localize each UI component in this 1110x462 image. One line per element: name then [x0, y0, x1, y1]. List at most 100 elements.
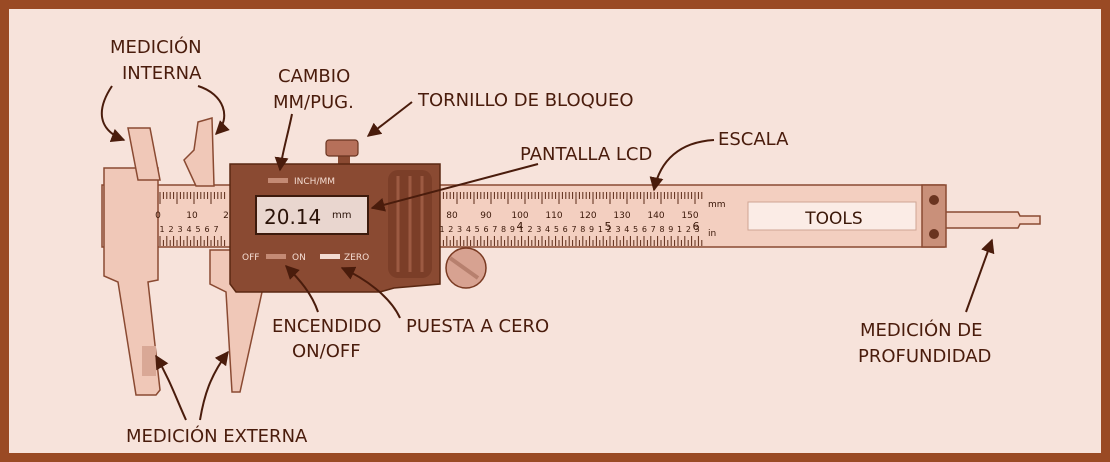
label-profundidad-2: PROFUNDIDAD [858, 346, 991, 367]
mm-scale-label: 150 [681, 211, 698, 221]
inch-minor-label: 5 [554, 225, 559, 234]
unit-mm-label: mm [708, 200, 726, 210]
inch-minor-label: 5 [633, 225, 638, 234]
inch-minor-label: 4 [186, 225, 191, 234]
mm-scale-label: 10 [186, 211, 198, 221]
inch-minor-label: 7 [213, 225, 218, 234]
inch-minor-label: 3 [695, 225, 700, 234]
mm-scale-label: 130 [613, 211, 630, 221]
inch-minor-label: 2 [448, 225, 453, 234]
arrow-externa-left [155, 354, 187, 421]
mm-scale-label: 100 [511, 211, 528, 221]
inch-major-label: 4 [517, 220, 524, 233]
inch-minor-label: 5 [475, 225, 480, 234]
label-cambio-2: MM/PUG. [273, 92, 354, 113]
locking-screw-head [325, 139, 359, 157]
mm-scale-label: 80 [446, 211, 458, 221]
inch-major-label: 6 [693, 220, 700, 233]
fixed-jaw-shade [142, 346, 156, 376]
fixed-jaw [103, 167, 161, 396]
arrow-puesta [340, 266, 401, 319]
inch-minor-label: 6 [483, 225, 488, 234]
inch-minor-label: 7 [651, 225, 656, 234]
mm-scale-label: 90 [480, 211, 492, 221]
inch-minor-label: 2 [527, 225, 532, 234]
arrow-escala [649, 139, 715, 192]
inch-minor-label: 9 [668, 225, 673, 234]
inch-minor-label: 2 [168, 225, 173, 234]
depth-rod [943, 211, 1041, 229]
mm-scale-label: 2 [223, 211, 229, 221]
label-encendido-2: ON/OFF [292, 341, 361, 362]
inch-minor-label: 8 [501, 225, 506, 234]
fixed-inner-jaw [127, 127, 161, 181]
inch-minor-label: 3 [536, 225, 541, 234]
arrow-interna-right [197, 85, 230, 135]
inch-minor-label: 7 [492, 225, 497, 234]
inch-minor-label: 2 [607, 225, 612, 234]
arrow-interna-left [100, 85, 126, 143]
on-off-button[interactable] [266, 254, 286, 259]
label-escala: ESCALA [718, 129, 789, 150]
label-medicion-interna-2: INTERNA [122, 63, 202, 84]
sliding-inner-jaw [183, 117, 215, 187]
label-medicion-interna-1: MEDICIÓN [110, 36, 202, 58]
inch-minor-label: 4 [466, 225, 471, 234]
label-cambio-1: CAMBIO [278, 66, 350, 87]
on-label: ON [292, 253, 306, 263]
inch-minor-label: 5 [195, 225, 200, 234]
label-profundidad-1: MEDICIÓN DE [860, 319, 983, 341]
arrow-encendido [285, 265, 319, 313]
inch-minor-label: 3 [177, 225, 182, 234]
mm-scale-label: 0 [155, 211, 161, 221]
inch-minor-label: 3 [457, 225, 462, 234]
arrow-tornillo [366, 101, 413, 137]
lcd-unit: mm [332, 210, 351, 221]
inch-minor-label: 4 [624, 225, 629, 234]
thumb-wheel-shade [448, 256, 480, 280]
end-screw-bottom [929, 229, 939, 239]
lcd-value: 20.14 [264, 205, 321, 229]
inch-minor-label: 2 [686, 225, 691, 234]
off-label: OFF [242, 253, 259, 263]
arrow-cambio [274, 113, 293, 172]
zero-button[interactable] [320, 254, 340, 259]
mm-scale-label: 120 [579, 211, 596, 221]
inch-minor-label: 1 [439, 225, 444, 234]
unit-in-label: in [708, 229, 716, 239]
label-pantalla: PANTALLA LCD [520, 144, 652, 165]
inch-mm-label: INCH/MM [294, 177, 335, 187]
brand-text: TOOLS [804, 209, 862, 229]
end-screw-top [929, 195, 939, 205]
label-tornillo: TORNILLO DE BLOQUEO [417, 90, 634, 111]
inch-minor-label: 1 [159, 225, 164, 234]
inch-minor-label: 6 [204, 225, 209, 234]
inch-minor-label: 6 [642, 225, 647, 234]
arrow-profundidad [965, 238, 995, 313]
inch-mm-button[interactable] [268, 178, 288, 183]
inch-minor-label: 9 [510, 225, 515, 234]
inch-minor-label: 9 [589, 225, 594, 234]
label-externa: MEDICIÓN EXTERNA [126, 425, 308, 447]
inch-minor-label: 4 [545, 225, 550, 234]
arrow-externa-right [199, 350, 229, 421]
label-puesta: PUESTA A CERO [406, 316, 549, 337]
brand-plate [747, 201, 917, 231]
arrow-pantalla [370, 163, 539, 212]
inch-minor-label: 1 [677, 225, 682, 234]
inch-minor-label: 1 [519, 225, 524, 234]
inch-minor-label: 7 [571, 225, 576, 234]
mm-scale-label: 110 [545, 211, 562, 221]
inch-minor-label: 3 [615, 225, 620, 234]
inch-minor-label: 8 [580, 225, 585, 234]
inch-minor-label: 8 [659, 225, 664, 234]
lcd-screen [255, 195, 369, 235]
inch-minor-label: 6 [563, 225, 568, 234]
inch-major-label: 5 [605, 220, 612, 233]
mm-scale-label: 140 [647, 211, 664, 221]
zero-label: ZERO [344, 253, 369, 263]
label-encendido-1: ENCENDIDO [272, 316, 381, 337]
inch-minor-label: 1 [598, 225, 603, 234]
